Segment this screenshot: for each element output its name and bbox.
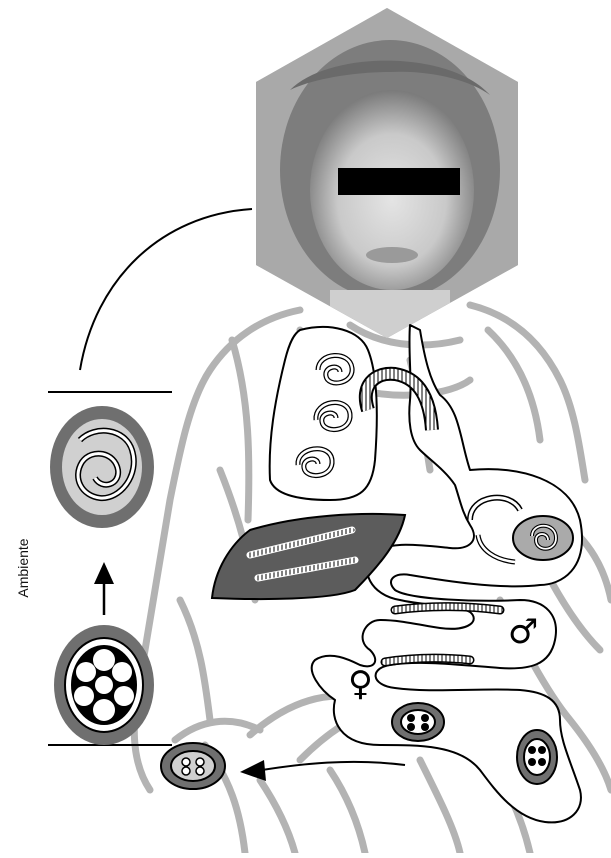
child-photo <box>250 0 530 350</box>
male-symbol: ♂ <box>508 612 538 652</box>
unembryonated-egg <box>54 625 154 745</box>
lungs <box>270 327 377 500</box>
colon-egg-1 <box>392 703 444 741</box>
stomach-egg <box>513 516 573 560</box>
colon-egg-2 <box>517 730 557 784</box>
excreted-egg <box>161 743 225 789</box>
arrow-up-icon <box>94 562 114 615</box>
embryonated-egg <box>50 406 154 528</box>
eye-bar <box>338 168 460 195</box>
female-symbol: ♀ <box>348 664 373 704</box>
arrow-left-icon <box>240 760 405 781</box>
environment-label: Ambiente <box>15 538 31 598</box>
